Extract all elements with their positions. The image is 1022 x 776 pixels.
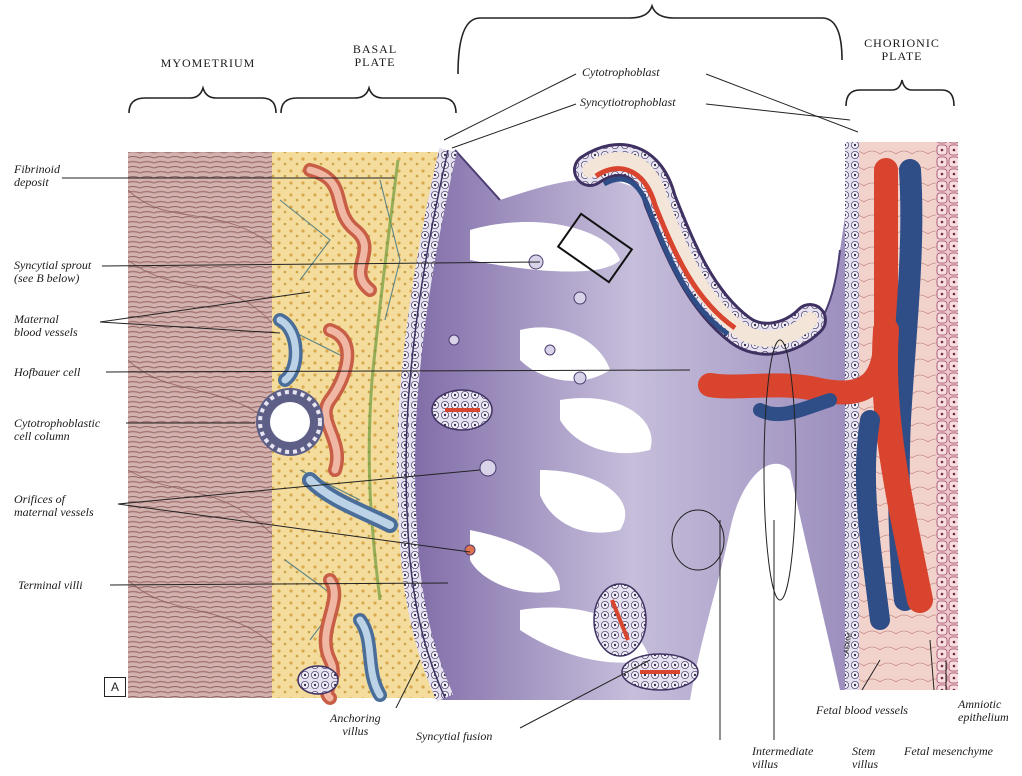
label-intermediate-villus: Intermediate villus — [752, 745, 813, 771]
label-fetal-mesenchyme: Fetal mesenchyme — [904, 745, 993, 758]
header-myometrium: MYOMETRIUM — [148, 57, 268, 70]
label-syncytiotrophoblast: Syncytiotrophoblast — [580, 96, 676, 109]
label-hofbauer-cell: Hofbauer cell — [14, 366, 80, 379]
label-amniotic-epithelium: Amniotic epithelium — [958, 698, 1009, 724]
intervillous-bracket — [458, 6, 842, 74]
label-stem-villus: Stem villus — [852, 745, 878, 771]
label-syncytial-fusion: Syncytial fusion — [416, 730, 492, 743]
basal-plate-bracket — [281, 88, 456, 113]
label-fetal-blood-vessels: Fetal blood vessels — [816, 704, 908, 717]
label-orifices-of-maternal-vessels: Orifices of maternal vessels — [14, 493, 94, 519]
label-anchoring-villus: Anchoring villus — [330, 712, 381, 738]
amniotic-epithelium-layer — [936, 142, 958, 690]
header-basal-plate: BASAL PLATE — [340, 43, 410, 69]
label-terminal-villi: Terminal villi — [18, 579, 83, 592]
chorionic-plate-bracket — [846, 80, 954, 106]
label-cytotrophoblast: Cytotrophoblast — [582, 66, 660, 79]
header-chorionic-plate: CHORIONIC PLATE — [852, 37, 952, 63]
myometrium-bracket — [129, 88, 276, 113]
label-fibrinoid-deposit: Fibrinoid deposit — [14, 163, 60, 189]
cytotrophoblastic-cell-column — [256, 388, 324, 456]
panel-letter-a: A — [104, 677, 126, 697]
label-maternal-blood-vessels: Maternal blood vessels — [14, 313, 78, 339]
label-syncytial-sprout: Syncytial sprout (see B below) — [14, 259, 91, 285]
label-cytotrophoblastic-cell-column: Cytotrophoblastic cell column — [14, 417, 100, 443]
